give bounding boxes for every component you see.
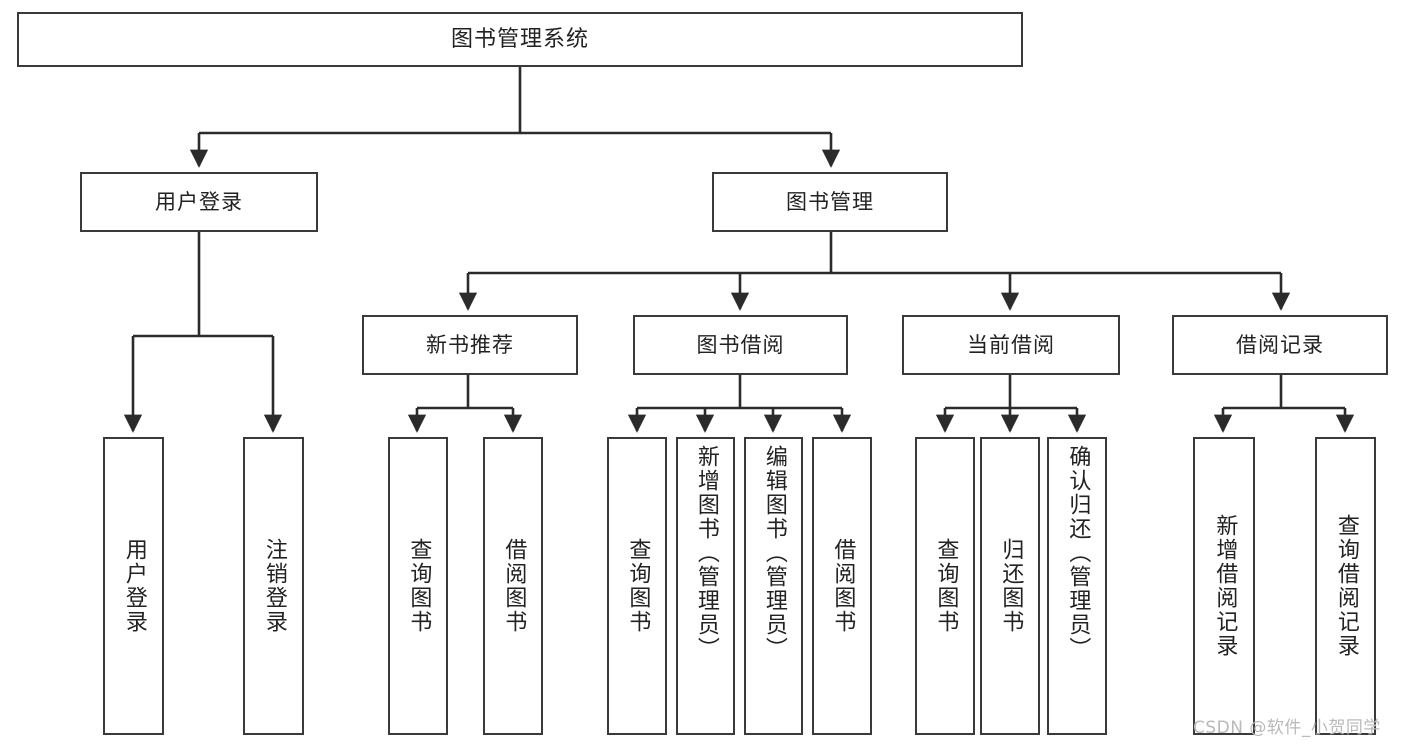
node-new-book-recommend[interactable]: 新书推荐 xyxy=(362,315,578,375)
node-label: 注销登录 xyxy=(261,538,287,634)
leaf-current-return-book[interactable]: 归还图书 xyxy=(980,437,1040,735)
leaf-current-confirm-return-admin[interactable]: 确认归还（管理员） xyxy=(1047,437,1107,735)
node-current-borrow[interactable]: 当前借阅 xyxy=(902,315,1120,375)
node-user-login[interactable]: 用户登录 xyxy=(80,172,318,232)
leaf-new-book-borrow[interactable]: 借阅图书 xyxy=(483,437,543,735)
node-label: 查询图书 xyxy=(625,538,651,634)
leaf-borrow-edit-book-admin[interactable]: 编辑图书（管理员） xyxy=(744,437,803,735)
leaf-record-query-record[interactable]: 查询借阅记录 xyxy=(1315,437,1376,735)
node-book-management[interactable]: 图书管理 xyxy=(712,172,948,232)
watermark-text: CSDN @软件_小贺同学 xyxy=(1193,718,1381,738)
node-label: 确认归还（管理员） xyxy=(1065,445,1091,661)
node-book-borrow[interactable]: 图书借阅 xyxy=(633,315,848,375)
node-label: 新增借阅记录 xyxy=(1212,514,1238,658)
node-label: 用户登录 xyxy=(155,189,243,214)
node-label: 借阅图书 xyxy=(830,538,856,634)
leaf-borrow-add-book-admin[interactable]: 新增图书（管理员） xyxy=(676,437,735,735)
leaf-borrow-query-book[interactable]: 查询图书 xyxy=(607,437,667,735)
leaf-borrow-borrow-book[interactable]: 借阅图书 xyxy=(812,437,872,735)
node-label: 用户登录 xyxy=(121,538,147,634)
node-label: 新增图书（管理员） xyxy=(693,445,719,661)
node-label: 查询图书 xyxy=(406,538,432,634)
node-label: 借阅记录 xyxy=(1236,332,1324,357)
node-label: 图书借阅 xyxy=(696,332,785,357)
node-label: 借阅图书 xyxy=(501,538,527,634)
leaf-new-book-query[interactable]: 查询图书 xyxy=(388,437,448,735)
leaf-user-login-logout[interactable]: 注销登录 xyxy=(243,437,304,735)
node-root-library-system[interactable]: 图书管理系统 xyxy=(17,12,1023,67)
leaf-current-query-book[interactable]: 查询图书 xyxy=(915,437,975,735)
node-label: 查询借阅记录 xyxy=(1333,514,1359,658)
node-label: 归还图书 xyxy=(998,538,1024,634)
node-label: 当前借阅 xyxy=(967,332,1055,357)
node-label: 图书管理 xyxy=(786,189,874,214)
node-label: 编辑图书（管理员） xyxy=(761,445,787,661)
leaf-record-add-record[interactable]: 新增借阅记录 xyxy=(1193,437,1255,735)
node-label: 查询图书 xyxy=(933,538,959,634)
leaf-user-login-login[interactable]: 用户登录 xyxy=(103,437,164,735)
node-borrow-record[interactable]: 借阅记录 xyxy=(1172,315,1388,375)
node-label: 图书管理系统 xyxy=(450,26,589,52)
node-label: 新书推荐 xyxy=(426,332,514,357)
